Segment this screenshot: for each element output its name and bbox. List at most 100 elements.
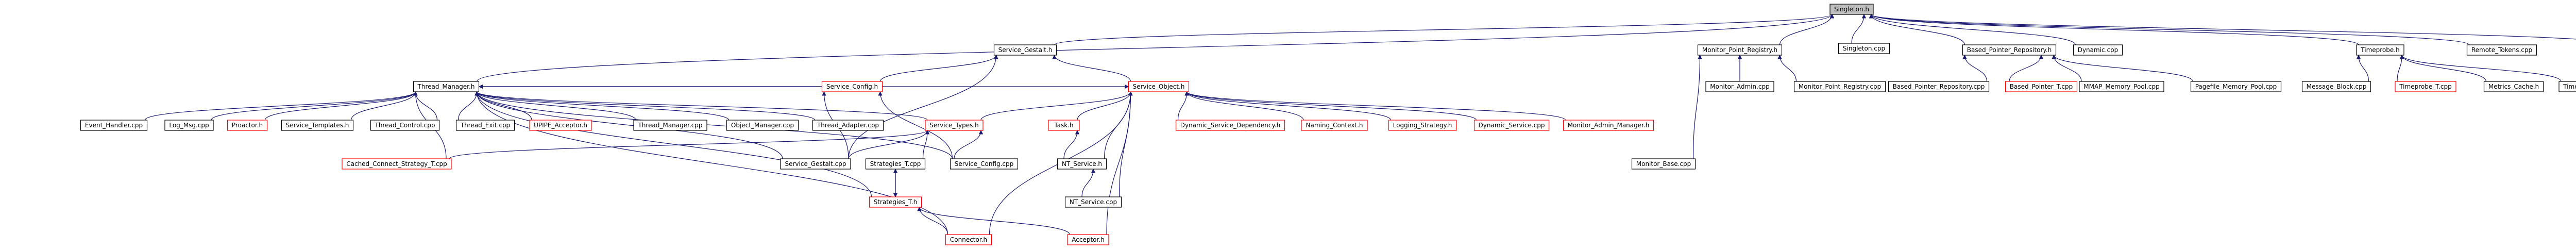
node-monitor-admin-cpp[interactable]: Monitor_Admin.cpp xyxy=(1705,81,1774,92)
node-service-config-h[interactable]: Service_Config.h xyxy=(821,81,883,92)
node-thread-manager-h[interactable]: Thread_Manager.h xyxy=(413,81,480,92)
node-label: Monitor_Point_Registry.cpp xyxy=(1799,83,1881,90)
node-box xyxy=(1793,81,1886,92)
node-task-h[interactable]: Task.h xyxy=(1048,120,1080,131)
node-label: Log_Msg.cpp xyxy=(169,122,209,129)
node-nt-service-cpp[interactable]: NT_Service.cpp xyxy=(1064,196,1122,208)
node-dynamic-cpp[interactable]: Dynamic.cpp xyxy=(2073,44,2123,56)
node-label: MMAP_Memory_Pool.cpp xyxy=(2083,83,2159,90)
node-timeprobe-t-cpp[interactable]: Timeprobe_T.cpp xyxy=(2395,81,2456,92)
node-monitor-point-registry-cpp[interactable]: Monitor_Point_Registry.cpp xyxy=(1793,81,1886,92)
node-service-templates-h[interactable]: Service_Templates.h xyxy=(281,120,354,131)
node-service-types-h[interactable]: Service_Types.h xyxy=(925,120,984,131)
node-label: Singleton.h xyxy=(1834,6,1869,13)
node-box xyxy=(1563,120,1654,131)
node-pagefile-memory-pool-cpp[interactable]: Pagefile_Memory_Pool.cpp xyxy=(2190,81,2282,92)
node-label: Timeprobe.h xyxy=(2360,46,2399,54)
node-cached-connect-strategy-t-cpp[interactable]: Cached_Connect_Strategy_T.cpp xyxy=(342,158,452,170)
node-acceptor-h[interactable]: Acceptor.h xyxy=(1067,234,1109,245)
edge-service-types-h-to-thread-manager-h xyxy=(474,91,928,121)
edge-uuid-h-to-singleton-h xyxy=(1869,14,2576,40)
node-label: Connector.h xyxy=(950,236,987,243)
edge-task-h-to-service-object-h xyxy=(1077,91,1133,121)
node-label: Thread_Manager.h xyxy=(417,83,475,90)
node-label: Service_Gestalt.cpp xyxy=(785,160,846,168)
node-log-msg-cpp[interactable]: Log_Msg.cpp xyxy=(164,120,214,131)
edge-monitor-point-registry-cpp-to-monitor-point-registry-h xyxy=(1777,55,1797,82)
node-label: Proactor.h xyxy=(232,122,263,129)
node-label: Based_Pointer_Repository.h xyxy=(1967,46,2052,54)
node-upipe-acceptor-h[interactable]: UPIPE_Acceptor.h xyxy=(529,120,592,131)
node-label: Thread_Adapter.cpp xyxy=(817,122,879,129)
edge-monitor-admin-manager-h-to-service-object-h xyxy=(1184,91,1566,121)
node-label: Task.h xyxy=(1054,122,1073,129)
node-based-pointer-repository-h[interactable]: Based_Pointer_Repository.h xyxy=(1962,44,2057,56)
node-message-block-cpp[interactable]: Message_Block.cpp xyxy=(2301,81,2371,92)
node-label: Based_Pointer_T.cpp xyxy=(2010,83,2073,90)
edge-monitor-point-registry-h-to-singleton-h xyxy=(1779,14,1835,45)
node-thread-manager-cpp[interactable]: Thread_Manager.cpp xyxy=(633,120,707,131)
edge-dynamic-service-dependency-h-to-service-object-h xyxy=(1177,91,1189,121)
node-connector-h[interactable]: Connector.h xyxy=(945,234,992,245)
node-box xyxy=(2395,81,2456,92)
node-label: Service_Config.h xyxy=(826,83,878,90)
node-monitor-admin-manager-h[interactable]: Monitor_Admin_Manager.h xyxy=(1563,120,1654,131)
node-metrics-cache-h[interactable]: Metrics_Cache.h xyxy=(2483,81,2544,92)
node-label: Monitor_Point_Registry.h xyxy=(1702,46,1777,54)
node-box xyxy=(950,158,1019,170)
node-based-pointer-repository-cpp[interactable]: Based_Pointer_Repository.cpp xyxy=(1888,81,1990,92)
node-remote-tokens-cpp[interactable]: Remote_Tokens.cpp xyxy=(2466,44,2537,56)
edge-thread-manager-cpp-to-thread-manager-h xyxy=(474,91,636,121)
edge-object-manager-cpp-to-thread-manager-h xyxy=(474,91,730,121)
node-box xyxy=(945,234,992,245)
node-naming-context-h[interactable]: Naming_Context.h xyxy=(1301,120,1368,131)
edge-based-pointer-repository-h-to-singleton-h xyxy=(1869,14,1965,45)
node-logging-strategy-h[interactable]: Logging_Strategy.h xyxy=(1388,120,1457,131)
node-box xyxy=(1838,43,1890,54)
node-proactor-h[interactable]: Proactor.h xyxy=(227,120,268,131)
node-based-pointer-t-cpp[interactable]: Based_Pointer_T.cpp xyxy=(2005,81,2078,92)
node-dynamic-service-dependency-h[interactable]: Dynamic_Service_Dependency.h xyxy=(1175,120,1285,131)
node-service-config-cpp[interactable]: Service_Config.cpp xyxy=(950,158,1019,170)
node-strategies-t-h[interactable]: Strategies_T.h xyxy=(869,196,922,208)
edge-message-block-cpp-to-timeprobe-h xyxy=(2356,55,2369,82)
edge-metrics-cache-h-to-timeprobe-h xyxy=(2399,55,2487,82)
edge-service-templates-h-to-thread-manager-h xyxy=(350,91,418,121)
node-monitor-point-registry-h[interactable]: Monitor_Point_Registry.h xyxy=(1697,44,1783,56)
node-monitor-base-cpp[interactable]: Monitor_Base.cpp xyxy=(1631,158,1696,170)
node-box xyxy=(812,120,884,131)
node-singleton-cpp[interactable]: Singleton.cpp xyxy=(1838,43,1890,54)
node-label: Timeprobe_T.cpp xyxy=(2399,83,2452,90)
edge-timeprobe-cpp-to-timeprobe-h xyxy=(2399,55,2562,82)
edge-thread-adapter-cpp-to-thread-manager-h xyxy=(474,91,816,121)
node-thread-control-cpp[interactable]: Thread_Control.cpp xyxy=(370,120,440,131)
node-timeprobe-cpp[interactable]: Timeprobe.cpp xyxy=(2558,81,2576,92)
node-service-gestalt-h[interactable]: Service_Gestalt.h xyxy=(993,44,1057,56)
node-nt-service-h[interactable]: NT_Service.h xyxy=(1057,158,1107,170)
edge-service-config-cpp-to-service-config-h xyxy=(878,91,953,159)
node-object-manager-cpp[interactable]: Object_Manager.cpp xyxy=(726,120,799,131)
node-singleton-h[interactable]: Singleton.h xyxy=(1829,4,1874,15)
node-service-object-h[interactable]: Service_Object.h xyxy=(1128,81,1190,92)
node-label: Strategies_T.h xyxy=(874,198,918,206)
node-box xyxy=(164,120,214,131)
edge-service-types-h-to-service-object-h xyxy=(980,91,1133,121)
edge-service-object-h-to-service-gestalt-h xyxy=(1052,55,1131,82)
node-dynamic-service-cpp[interactable]: Dynamic_Service.cpp xyxy=(1473,120,1550,131)
node-box xyxy=(1057,158,1107,170)
node-box xyxy=(281,120,354,131)
node-service-gestalt-cpp[interactable]: Service_Gestalt.cpp xyxy=(780,158,851,170)
node-thread-exit-cpp[interactable]: Thread_Exit.cpp xyxy=(455,120,515,131)
node-strategies-t-cpp[interactable]: Strategies_T.cpp xyxy=(865,158,926,170)
node-label: Thread_Control.cpp xyxy=(375,122,435,129)
node-event-handler-cpp[interactable]: Event_Handler.cpp xyxy=(80,120,148,131)
node-mmap-memory-pool-cpp[interactable]: MMAP_Memory_Pool.cpp xyxy=(2079,81,2164,92)
node-label: Naming_Context.h xyxy=(1306,122,1363,129)
edge-service-gestalt-cpp-to-service-gestalt-h xyxy=(848,55,998,159)
node-thread-adapter-cpp[interactable]: Thread_Adapter.cpp xyxy=(812,120,884,131)
node-label: Service_Object.h xyxy=(1133,83,1185,90)
node-label: Service_Types.h xyxy=(929,122,979,129)
node-timeprobe-h[interactable]: Timeprobe.h xyxy=(2356,44,2404,56)
